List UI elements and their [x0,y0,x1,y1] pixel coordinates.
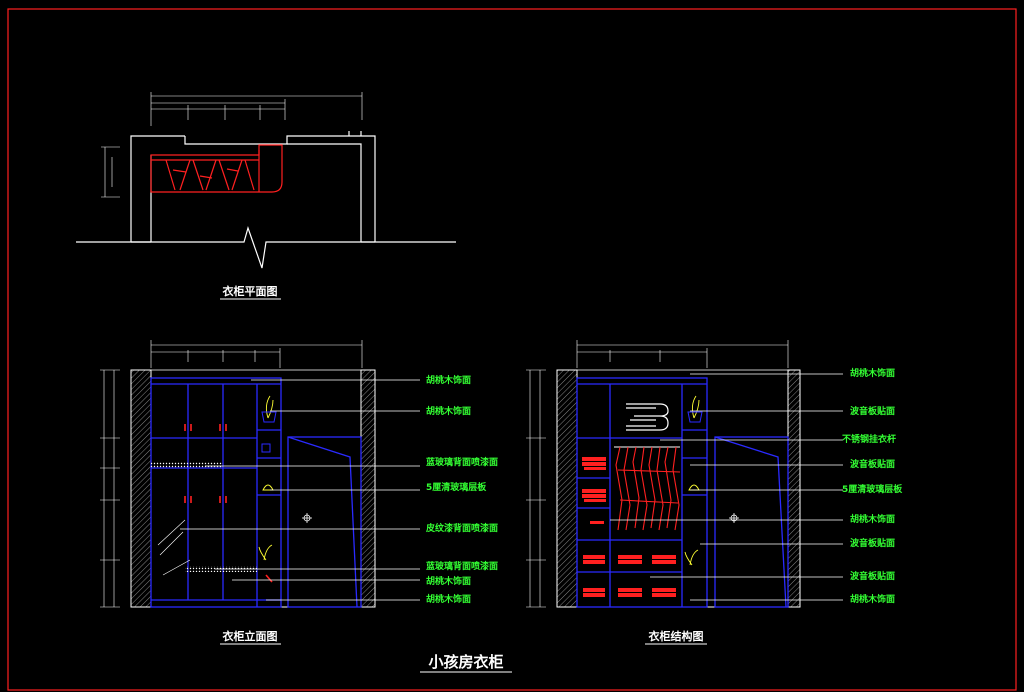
structure-callout-8: 波音板贴面 [850,570,895,582]
elevation-callout-3: 蓝玻璃背面喷漆面 [426,456,498,468]
structure-callout-9: 胡桃木饰面 [850,593,895,605]
elevation-view [100,340,420,608]
elevation-view-title-text: 衣柜立面图 [223,629,278,643]
structure-callouts: 胡桃木饰面 波音板贴面 不锈钢挂衣杆 波音板贴面 5厘清玻璃层板 胡桃木饰面 波… [842,367,903,605]
drawing-border [7,8,1017,691]
plan-view-title: 衣柜平面图 [220,284,281,300]
elevation-callouts: 胡桃木饰面 胡桃木饰面 蓝玻璃背面喷漆面 5厘清玻璃层板 皮纹漆背面喷漆面 蓝玻… [425,374,498,605]
elevation-callout-6: 蓝玻璃背面喷漆面 [426,560,498,572]
elevation-callout-8: 胡桃木饰面 [426,593,471,605]
main-title: 小孩房衣柜 [420,653,512,673]
structure-view [526,340,843,608]
structure-callout-4: 波音板贴面 [850,458,895,470]
structure-view-title: 衣柜结构图 [645,629,707,645]
structure-callout-3: 不锈钢挂衣杆 [842,433,896,445]
structure-callout-7: 波音板贴面 [850,537,895,549]
plan-view [76,92,456,269]
plan-view-title-text: 衣柜平面图 [223,284,278,298]
main-title-text: 小孩房衣柜 [428,653,503,671]
elevation-callout-7: 胡桃木饰面 [426,575,471,587]
elevation-callout-1: 胡桃木饰面 [426,374,471,386]
elevation-callout-4: 5厘清玻璃层板 [426,481,487,493]
elevation-callout-2: 胡桃木饰面 [426,405,471,417]
structure-callout-1: 胡桃木饰面 [850,367,895,379]
structure-callout-5: 5厘清玻璃层板 [842,483,903,495]
structure-callout-6: 胡桃木饰面 [850,513,895,525]
elevation-callout-5: 皮纹漆背面喷漆面 [425,522,498,534]
elevation-view-title: 衣柜立面图 [220,629,281,645]
structure-view-title-text: 衣柜结构图 [649,629,704,643]
structure-callout-2: 波音板贴面 [850,405,895,417]
